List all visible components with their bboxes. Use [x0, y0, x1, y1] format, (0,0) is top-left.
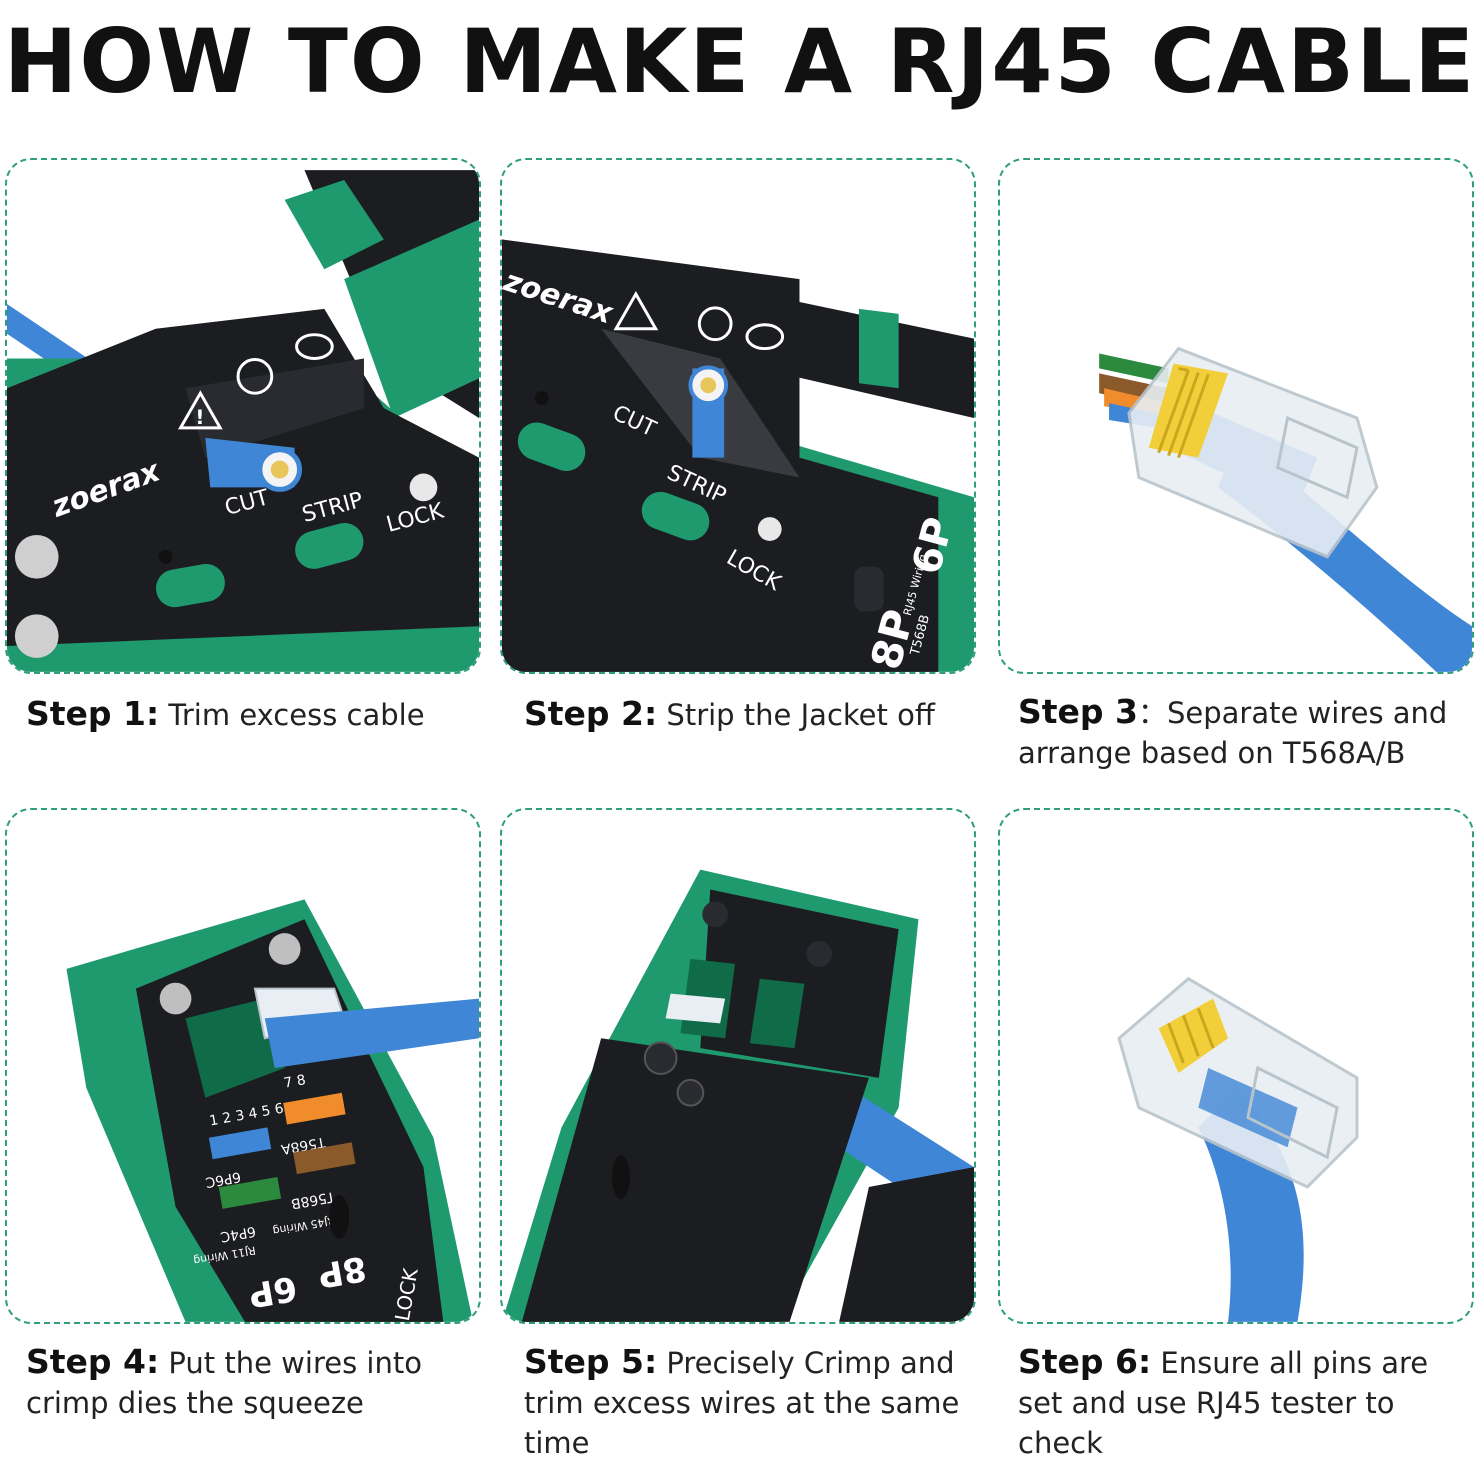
- page-title: HOW TO MAKE A RJ45 CABLE: [3, 10, 1477, 113]
- step-4-6p-label: 6P: [246, 1268, 300, 1315]
- step-4-image-panel: 1 2 3 4 5 6 7 8 6P6C T568A 6P4C T568B 8P…: [5, 808, 481, 1324]
- step-2-image-panel: zoerax CUT STRIP LOCK 6P 8P T568B RJ45 W…: [500, 158, 976, 674]
- step-5-label: Step 5:: [524, 1342, 658, 1381]
- step-4-text: Put the wires into crimp dies the squeez…: [26, 1346, 422, 1420]
- step-3-rj45-connector-illustration: [1099, 346, 1472, 672]
- step-3-text: ：Separate wires and arrange based on T56…: [1018, 696, 1448, 770]
- step-1-label: Step 1:: [26, 694, 160, 733]
- step-2-text: Strip the Jacket off: [666, 698, 935, 732]
- step-5-text: Precisely Crimp and trim excess wires at…: [524, 1346, 960, 1460]
- step-5-crimping-illustration: [502, 869, 974, 1322]
- step-4-caption: Step 4: Put the wires into crimp dies th…: [26, 1342, 486, 1423]
- step-4-t568b-label: T568B: [290, 1188, 338, 1212]
- step-4-pins8-label: 7 8: [283, 1072, 308, 1092]
- step-3-image-panel: [998, 158, 1474, 674]
- step-3-caption: Step 3：Separate wires and arrange based …: [1018, 692, 1463, 773]
- step-6-image-panel: [998, 808, 1474, 1324]
- step-2-label: Step 2:: [524, 694, 658, 733]
- step-5-image-panel: [500, 808, 976, 1324]
- step-1-image-panel: ! zoerax CUT STRIP LOCK: [5, 158, 481, 674]
- step-4-crimp-die-illustration: 1 2 3 4 5 6 7 8 6P6C T568A 6P4C T568B 8P…: [66, 899, 479, 1322]
- step-6-caption: Step 6: Ensure all pins are set and use …: [1018, 1342, 1463, 1463]
- step-4-8p-label: 8P: [315, 1249, 369, 1296]
- step-3-label: Step 3: [1018, 692, 1138, 731]
- step-4-6p4c-label: 6P4C: [219, 1223, 257, 1245]
- step-2-crimper-illustration: zoerax CUT STRIP LOCK 6P 8P T568B RJ45 W…: [502, 239, 974, 672]
- step-4-6p6c-label: 6P6C: [204, 1168, 242, 1190]
- step-1-caption: Step 1: Trim excess cable: [26, 694, 486, 735]
- step-2-caption: Step 2: Strip the Jacket off: [524, 694, 984, 735]
- step-1-crimper-illustration: ! zoerax CUT STRIP LOCK: [7, 170, 479, 672]
- step-6-text: Ensure all pins are set and use RJ45 tes…: [1018, 1346, 1429, 1460]
- svg-text:!: !: [195, 406, 204, 429]
- step-1-text: Trim excess cable: [168, 698, 425, 732]
- step-4-label: Step 4:: [26, 1342, 160, 1381]
- step-6-rj45-connector-illustration: [1117, 976, 1359, 1322]
- step-5-caption: Step 5: Precisely Crimp and trim excess …: [524, 1342, 984, 1463]
- step-6-label: Step 6:: [1018, 1342, 1152, 1381]
